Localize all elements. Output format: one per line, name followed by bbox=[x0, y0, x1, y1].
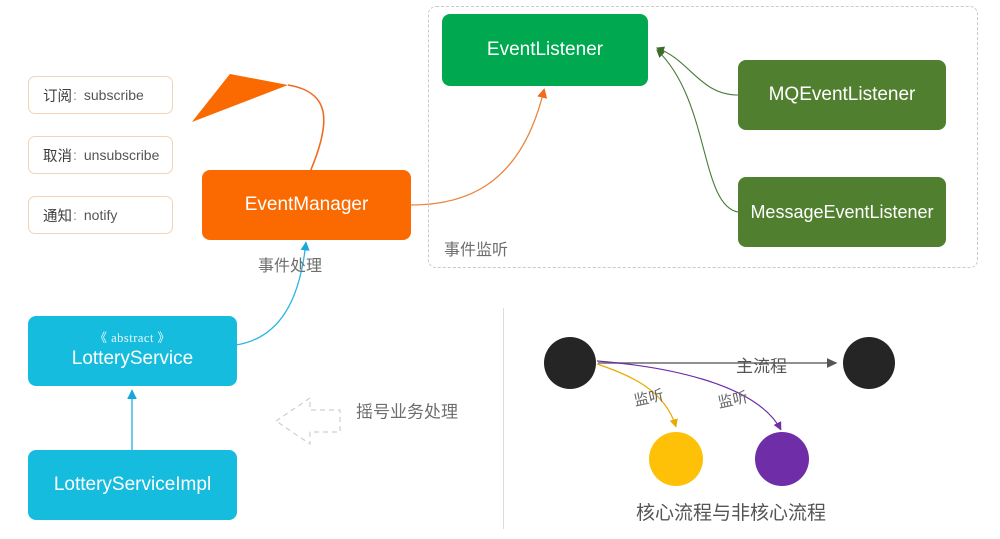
legend-unsubscribe-cn: 取消 bbox=[43, 148, 72, 165]
node-event-listener[interactable]: EventListener bbox=[442, 14, 648, 86]
node-lottery-service-stereotype: 《 abstract 》 bbox=[94, 330, 171, 345]
node-purple-circle bbox=[755, 432, 809, 486]
edge-label-lottery-business: 摇号业务处理 bbox=[356, 402, 458, 422]
node-message-event-listener-label: MessageEventListener bbox=[750, 201, 934, 222]
legend-box-subscribe: 订阅 : subscribe bbox=[28, 76, 173, 114]
legend-subscribe-colon: : bbox=[73, 87, 77, 103]
group-event-listen bbox=[428, 6, 978, 268]
node-source-circle bbox=[544, 337, 596, 389]
legend-box-unsubscribe: 取消 : unsubscribe bbox=[28, 136, 173, 174]
legend-notify-cn: 通知 bbox=[43, 208, 72, 225]
legend-unsubscribe-en: unsubscribe bbox=[83, 147, 160, 163]
node-target-circle bbox=[843, 337, 895, 389]
node-lottery-service-impl-label: LotteryServiceImpl bbox=[53, 474, 212, 496]
block-arrow-left-icon bbox=[274, 396, 341, 446]
node-mq-event-listener-label: MQEventListener bbox=[768, 84, 916, 106]
node-lottery-service[interactable]: 《 abstract 》 LotteryService bbox=[28, 316, 237, 386]
legend-notify-en: notify bbox=[83, 207, 118, 223]
edge-listen-gold bbox=[596, 363, 678, 428]
section-divider bbox=[503, 308, 504, 529]
group-event-listen-label: 事件监听 bbox=[444, 242, 509, 259]
node-event-listener-label: EventListener bbox=[486, 39, 604, 61]
flow-caption: 核心流程与非核心流程 bbox=[636, 503, 827, 524]
edge-mqeventlistener-to-eventlistener bbox=[655, 46, 739, 96]
legend-unsubscribe-colon: : bbox=[73, 147, 77, 163]
legend-notify-colon: : bbox=[73, 207, 77, 223]
edge-label-event-process: 事件处理 bbox=[258, 258, 323, 275]
node-lottery-service-label: LotteryService bbox=[71, 348, 194, 370]
big-triangle-arrowhead-body bbox=[192, 74, 288, 122]
legend-box-notify: 通知 : notify bbox=[28, 196, 173, 234]
edge-eventmanager-to-eventlistener bbox=[410, 88, 548, 206]
node-event-manager[interactable]: EventManager bbox=[202, 170, 411, 240]
legend-subscribe-cn: 订阅 bbox=[43, 88, 72, 105]
legend-subscribe-en: subscribe bbox=[83, 87, 144, 103]
node-gold-circle bbox=[649, 432, 703, 486]
flow-label-main: 主流程 bbox=[736, 357, 787, 376]
edge-eventmanager-to-subscribe-arrow bbox=[287, 84, 325, 173]
node-mq-event-listener[interactable]: MQEventListener bbox=[738, 60, 946, 130]
node-event-manager-label: EventManager bbox=[244, 194, 369, 216]
edge-listen-purple bbox=[596, 360, 782, 431]
edge-messageeventlistener-to-eventlistener bbox=[656, 49, 739, 213]
edge-lotteryservice-to-eventmanager bbox=[235, 241, 310, 346]
node-message-event-listener[interactable]: MessageEventListener bbox=[738, 177, 946, 247]
node-lottery-service-impl[interactable]: LotteryServiceImpl bbox=[28, 450, 237, 520]
